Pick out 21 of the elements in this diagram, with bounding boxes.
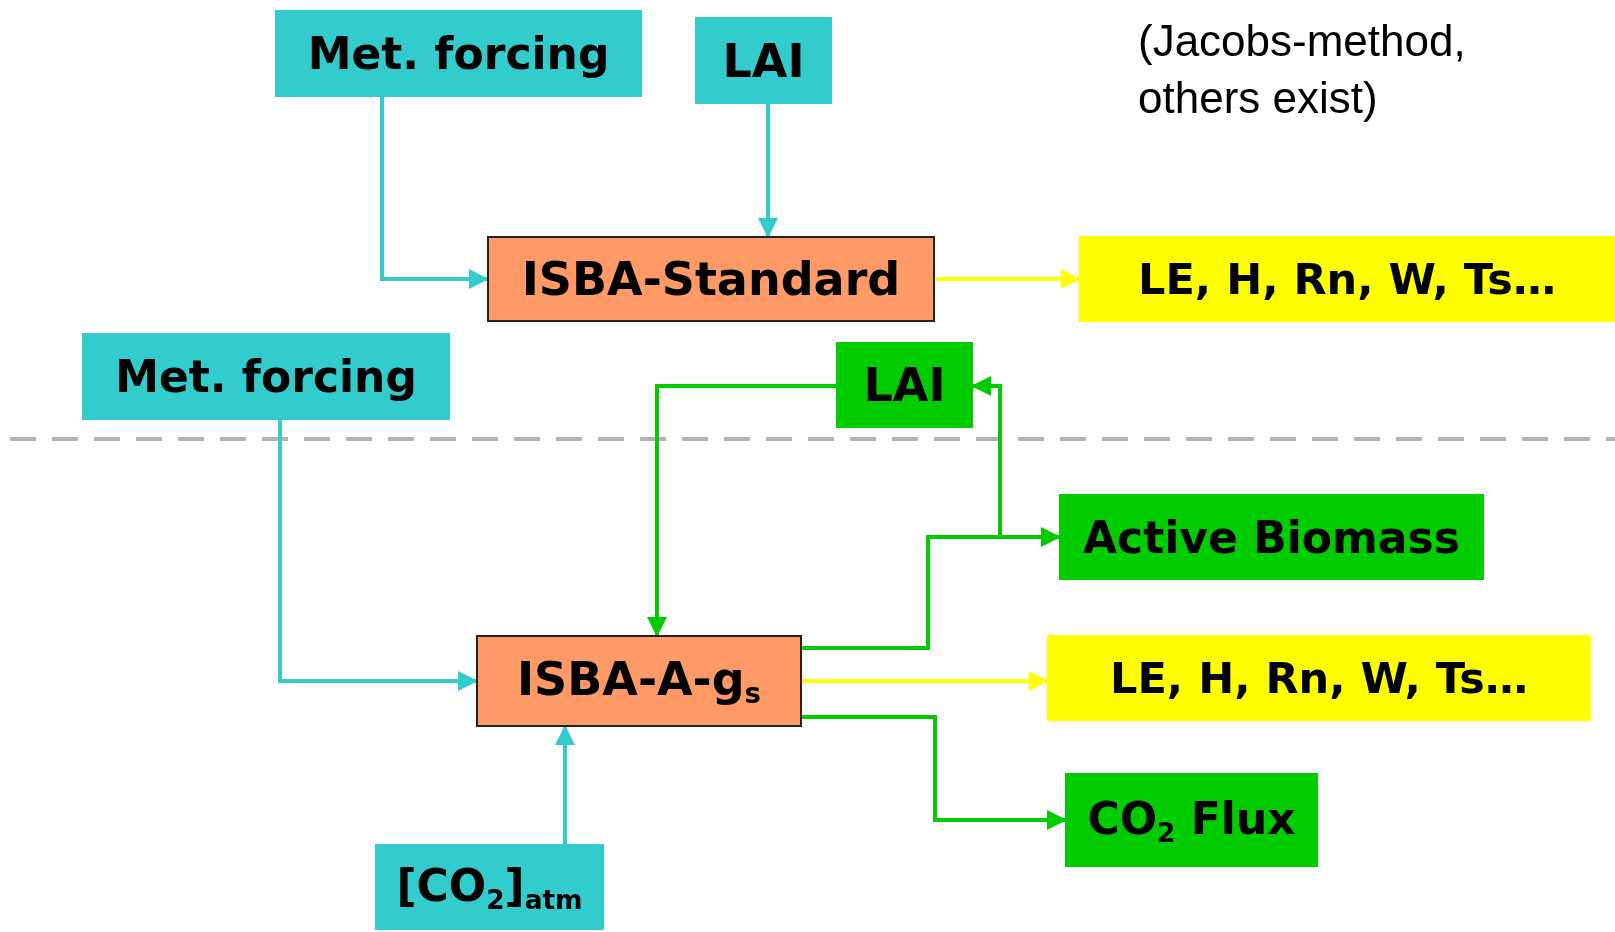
arrow [935, 269, 1081, 289]
arrow [555, 725, 575, 844]
input-box: Met. forcing [82, 333, 450, 420]
model-box: ISBA-A-g$_{s}$ [476, 635, 802, 727]
arrow [647, 384, 836, 637]
arrow [758, 104, 778, 238]
arrow [802, 376, 1002, 650]
variable-box: LAI [836, 342, 973, 428]
model-box: ISBA-Standard [487, 236, 935, 322]
arrow [802, 671, 1049, 691]
input-box: Met. forcing [275, 10, 642, 97]
arrow [278, 420, 478, 691]
output-box: Active Biomass [1059, 494, 1484, 580]
input-box: LAI [695, 17, 832, 104]
output-box: LE, H, Rn, W, Ts… [1047, 635, 1591, 721]
arrow [802, 715, 1067, 830]
note-text: (Jacobs-method, others exist) [1138, 15, 1467, 125]
arrow [380, 97, 489, 289]
output-box: LE, H, Rn, W, Ts… [1079, 236, 1615, 322]
input-box: [CO$_{2}$]$_{atm}$ [375, 844, 604, 930]
output-box: CO$_{2}$ Flux [1065, 773, 1318, 867]
